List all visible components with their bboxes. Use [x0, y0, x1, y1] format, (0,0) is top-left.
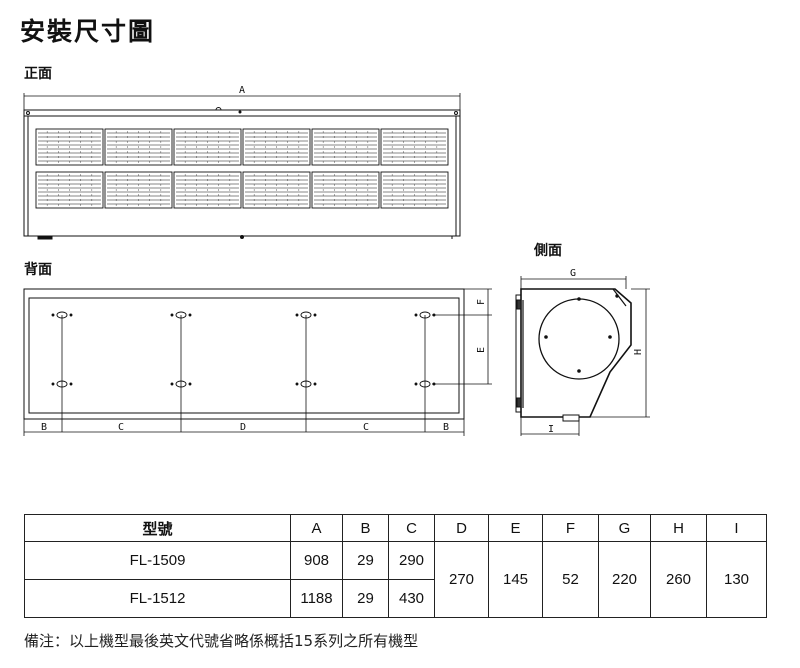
front-view-label: 正面	[24, 66, 52, 82]
cell-a: 1188	[290, 579, 343, 618]
back-mounting-holes	[51, 311, 436, 388]
cell-a: 908	[290, 541, 343, 580]
header-f: F	[542, 514, 599, 542]
header-h: H	[650, 514, 707, 542]
header-b: B	[342, 514, 389, 542]
dim-label-i: I	[548, 424, 554, 435]
cell-b: 29	[342, 579, 389, 618]
back-view	[23, 288, 492, 436]
header-g: G	[598, 514, 651, 542]
header-c: C	[388, 514, 435, 542]
table-header-row: 型號 A B C D E F G H I	[24, 514, 767, 542]
header-i: I	[706, 514, 767, 542]
header-e: E	[488, 514, 543, 542]
header-d: D	[434, 514, 489, 542]
cell-h-shared: 260	[650, 541, 707, 618]
dim-label-c-left: C	[118, 422, 124, 433]
front-grilles	[35, 128, 449, 209]
table-row: FL-1509 908 29 290 270 145 52 220 260 13…	[24, 541, 767, 618]
dim-label-a: A	[239, 85, 245, 96]
dim-label-d: D	[240, 422, 246, 433]
cell-model: FL-1509	[24, 541, 291, 580]
footnote: 備注：以上機型最後英文代號省略係概括15系列之所有機型	[24, 632, 419, 650]
dim-label-e: E	[476, 347, 487, 353]
cell-c: 290	[388, 541, 435, 580]
cell-i-shared: 130	[706, 541, 767, 618]
dim-label-b-right: B	[443, 422, 449, 433]
header-a: A	[290, 514, 343, 542]
cell-b: 29	[342, 541, 389, 580]
dim-label-h: H	[633, 349, 644, 355]
cell-e-shared: 145	[488, 541, 543, 618]
dim-label-g: G	[570, 268, 576, 279]
side-view	[515, 276, 650, 436]
header-model: 型號	[24, 514, 291, 542]
cell-c: 430	[388, 579, 435, 618]
cell-d-shared: 270	[434, 541, 489, 618]
back-view-label: 背面	[24, 262, 52, 278]
page-title: 安裝尺寸圖	[20, 17, 156, 46]
cell-f-shared: 52	[542, 541, 599, 618]
table-row: FL-1512 1188 29 430	[24, 579, 767, 618]
dim-label-f: F	[476, 299, 487, 305]
side-view-label: 側面	[534, 243, 562, 259]
front-view	[23, 93, 461, 240]
cell-g-shared: 220	[598, 541, 651, 618]
dim-label-c-right: C	[363, 422, 369, 433]
cell-model: FL-1512	[24, 579, 291, 618]
dim-label-b-left: B	[41, 422, 47, 433]
spec-table: 型號 A B C D E F G H I FL-1509 908 29 290 …	[24, 514, 767, 618]
